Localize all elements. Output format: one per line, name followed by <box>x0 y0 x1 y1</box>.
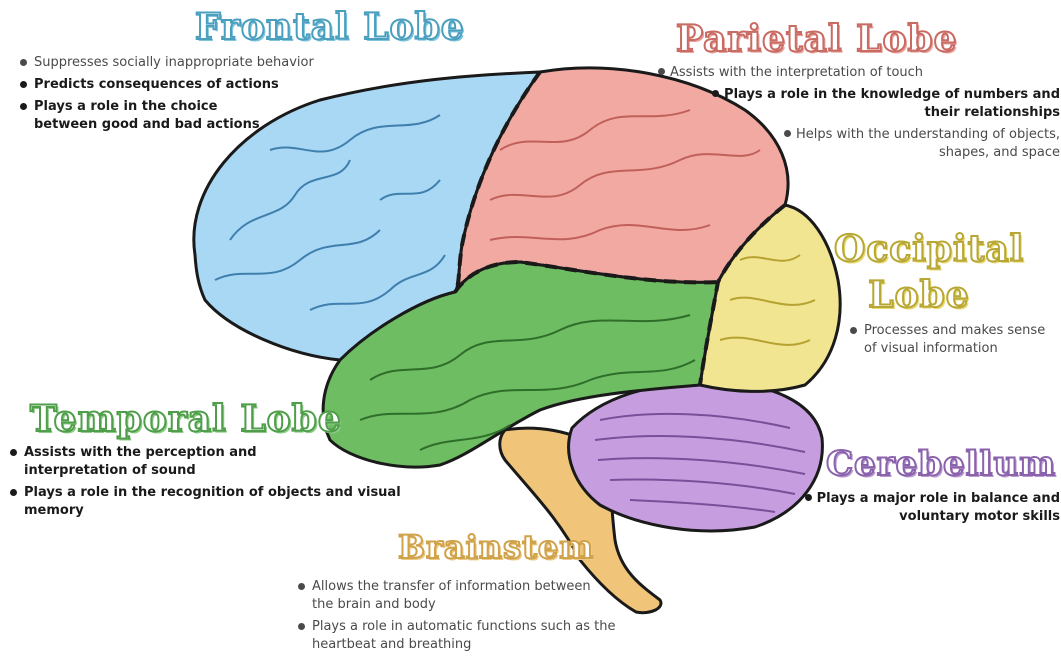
temporal-lobe-bullets: Assists with the perception and interpre… <box>8 444 428 524</box>
parietal-bullet: Assists with the interpretation of touch <box>640 64 1060 82</box>
parietal-lobe-bullets: Assists with the interpretation of touch… <box>640 64 1060 166</box>
temporal-bullet: Assists with the perception and interpre… <box>8 444 324 480</box>
frontal-bullet: Suppresses socially inappropriate behavi… <box>18 54 448 72</box>
occipital-lobe-bullets: Processes and makes sense of visual info… <box>848 322 1060 362</box>
parietal-bullet: Plays a role in the knowledge of numbers… <box>700 86 1060 122</box>
frontal-lobe-title: Frontal Lobe <box>195 6 465 48</box>
frontal-bullet: Predicts consequences of actions <box>18 76 448 94</box>
cerebellum-bullets: Plays a major role in balance and volunt… <box>760 490 1060 530</box>
cerebellum-bullet: Plays a major role in balance and volunt… <box>760 490 1060 526</box>
brainstem-title: Brainstem <box>398 528 594 566</box>
frontal-lobe-bullets: Suppresses socially inappropriate behavi… <box>18 54 448 138</box>
cerebellum-title: Cerebellum <box>826 444 1056 484</box>
frontal-bullet: Plays a role in the choice between good … <box>18 98 274 134</box>
temporal-lobe-title: Temporal Lobe <box>30 398 342 440</box>
brainstem-bullets: Allows the transfer of information betwe… <box>296 578 656 658</box>
parietal-lobe-title: Parietal Lobe <box>676 18 958 60</box>
brainstem-bullet: Plays a role in automatic functions such… <box>296 618 642 654</box>
occipital-lobe-title: Occipital Lobe <box>834 226 1004 318</box>
parietal-bullet: Helps with the understanding of objects,… <box>750 126 1060 162</box>
temporal-bullet: Plays a role in the recognition of objec… <box>8 484 404 520</box>
occipital-bullet: Processes and makes sense of visual info… <box>848 322 1060 358</box>
brainstem-bullet: Allows the transfer of information betwe… <box>296 578 612 614</box>
